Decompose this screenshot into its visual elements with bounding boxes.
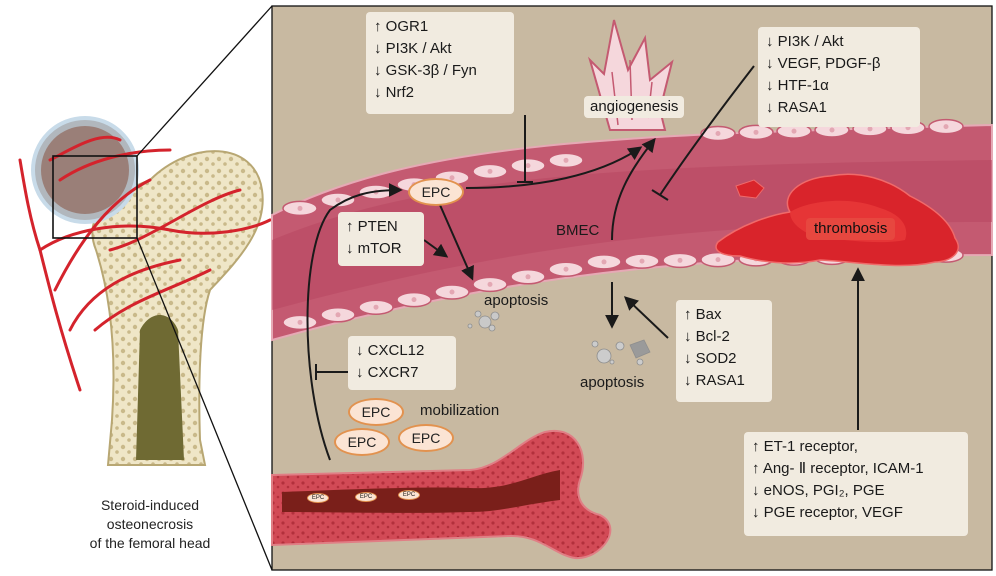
epc-cell-vessel: EPC bbox=[408, 178, 464, 206]
epc-marrow-3: EPC bbox=[398, 490, 420, 500]
thrombus-fragment bbox=[735, 179, 765, 199]
cell-nucleus bbox=[715, 257, 721, 263]
arrows bbox=[306, 137, 865, 461]
cell-nucleus bbox=[563, 266, 569, 272]
cell-nucleus bbox=[487, 281, 493, 287]
cell-nucleus bbox=[487, 168, 493, 174]
epc-cell-mobilization-3: EPC bbox=[398, 424, 454, 452]
red-bone bbox=[271, 429, 612, 560]
inhibition-lines bbox=[315, 65, 755, 380]
epc-marrow-2: EPC bbox=[355, 492, 377, 502]
cell-nucleus bbox=[867, 126, 873, 132]
cell-nucleus bbox=[525, 163, 531, 169]
zoom-region bbox=[52, 155, 138, 239]
femur-illustration bbox=[18, 5, 273, 571]
femur-shaft bbox=[91, 150, 264, 466]
cell-nucleus bbox=[943, 124, 949, 130]
box-bax: ↑ Bax ↓ Bcl-2 ↓ SOD2 ↓ RASA1 bbox=[676, 300, 772, 402]
apoptosis-debris-bmec bbox=[591, 339, 651, 366]
cell-nucleus bbox=[525, 274, 531, 280]
label-mobilization: mobilization bbox=[420, 402, 500, 419]
cell-nucleus bbox=[373, 304, 379, 310]
cell-nucleus bbox=[639, 258, 645, 264]
cell-nucleus bbox=[715, 130, 721, 136]
cell-nucleus bbox=[297, 205, 303, 211]
box-et1-receptor: ↑ ET-1 receptor, ↑ Ang- Ⅱ receptor, ICAM… bbox=[744, 432, 968, 536]
cell-nucleus bbox=[563, 157, 569, 163]
epc-cell-mobilization-1: EPC bbox=[348, 398, 404, 426]
cell-nucleus bbox=[753, 129, 759, 135]
cell-nucleus bbox=[411, 297, 417, 303]
cell-nucleus bbox=[677, 257, 683, 263]
box-pten: ↑ PTEN ↓ mTOR bbox=[338, 212, 424, 266]
cell-nucleus bbox=[449, 175, 455, 181]
epc-marrow-1: EPC bbox=[307, 493, 329, 503]
box-ogr1: ↑ OGR1 ↓ PI3K / Akt ↓ GSK-3β / Fyn ↓ Nrf… bbox=[366, 12, 514, 114]
label-apoptosis-epc: apoptosis bbox=[484, 292, 549, 309]
apoptosis-debris-epc bbox=[467, 310, 500, 332]
label-angiogenesis: angiogenesis bbox=[584, 96, 685, 118]
label-bmec: BMEC bbox=[556, 222, 600, 239]
box-pi3k: ↓ PI3K / Akt ↓ VEGF, PDGF-β ↓ HTF-1α ↓ R… bbox=[758, 27, 920, 127]
cell-nucleus bbox=[449, 289, 455, 295]
cell-nucleus bbox=[601, 259, 607, 265]
cell-nucleus bbox=[335, 312, 341, 318]
epc-cell-mobilization-2: EPC bbox=[334, 428, 390, 456]
label-thrombosis: thrombosis bbox=[806, 218, 896, 240]
bone-marrow-canal bbox=[282, 470, 560, 513]
cell-nucleus bbox=[335, 197, 341, 203]
label-apoptosis-bmec: apoptosis bbox=[580, 374, 645, 391]
figure-caption: Steroid-induced osteonecrosis of the fem… bbox=[89, 497, 211, 551]
cell-nucleus bbox=[791, 128, 797, 134]
box-cxcl12: ↓ CXCL12 ↓ CXCR7 bbox=[348, 336, 456, 390]
cell-nucleus bbox=[829, 127, 835, 133]
medullary-cavity bbox=[136, 315, 184, 460]
cell-nucleus bbox=[297, 319, 303, 325]
